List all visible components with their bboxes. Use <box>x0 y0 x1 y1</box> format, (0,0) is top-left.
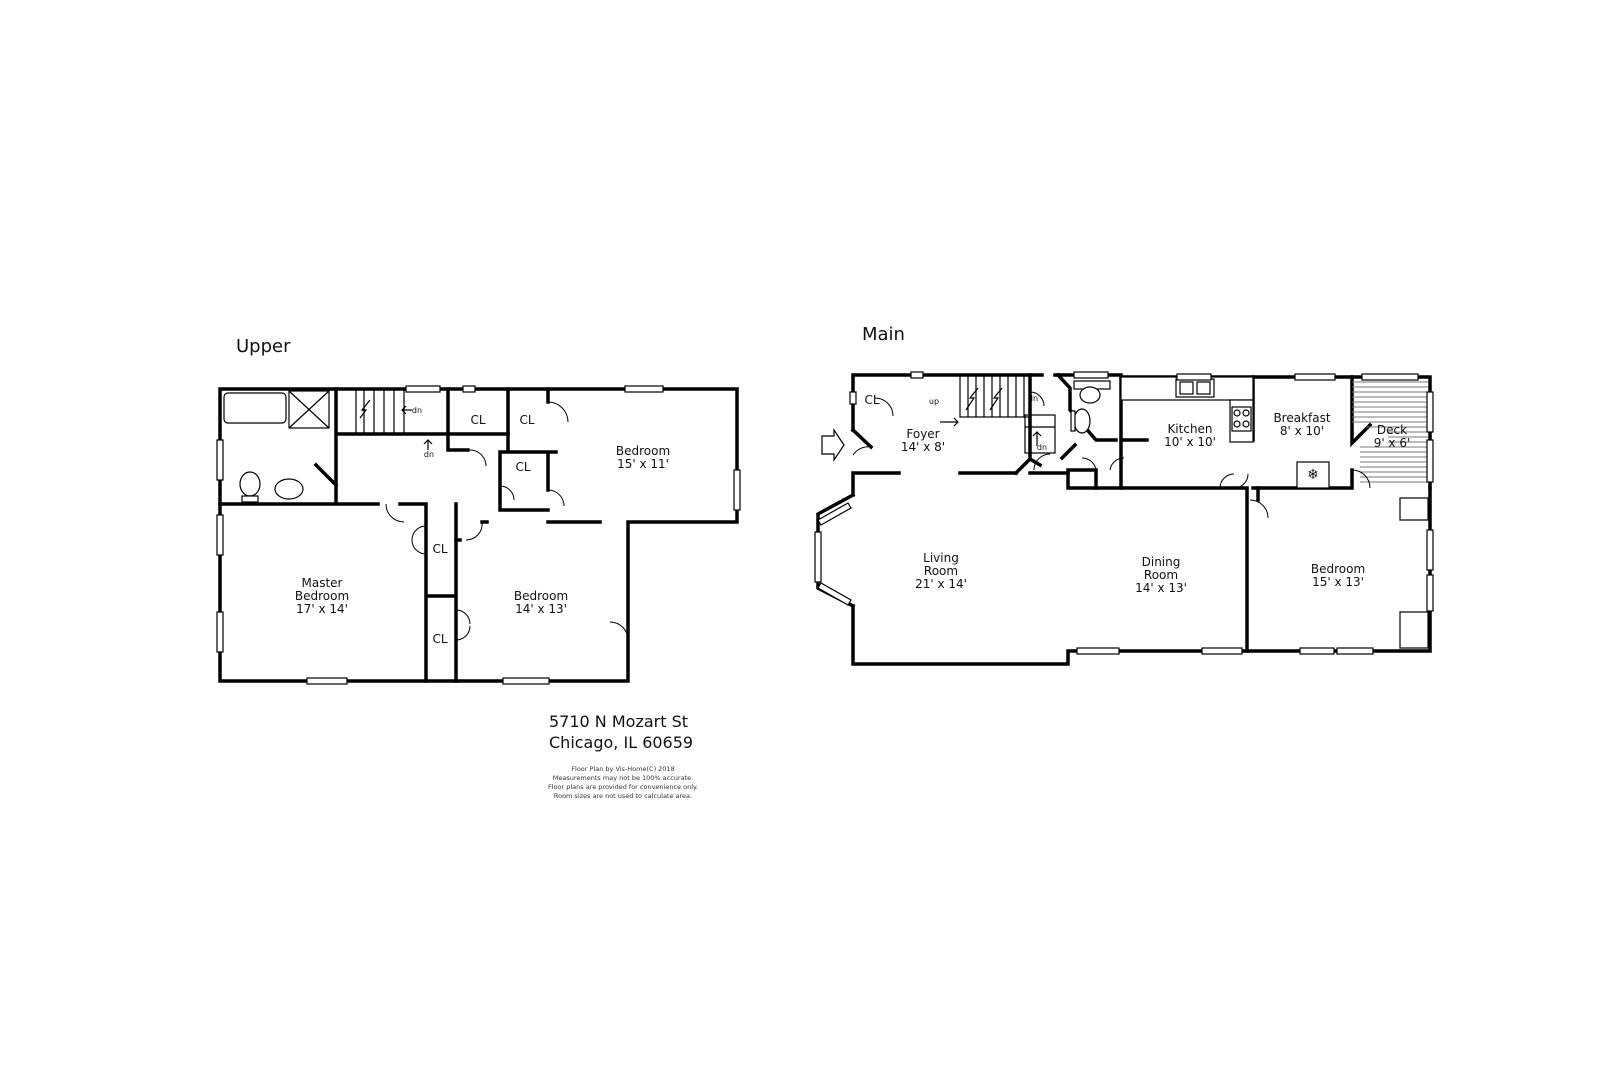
main-stairs <box>940 374 1056 454</box>
disclaimer-line: Floor Plan by Vis-Home(C) 2018 <box>571 765 674 773</box>
upper-doors <box>385 401 629 641</box>
room-dimensions: 8' x 10' <box>1280 424 1324 438</box>
room-name: Master <box>302 576 343 590</box>
room-name: Bedroom <box>514 589 568 603</box>
disclaimer-line: Room sizes are not used to calculate are… <box>554 792 692 800</box>
upper-closet-walls <box>446 432 510 542</box>
closet-label: CL <box>470 413 485 427</box>
main-windows <box>814 371 1434 655</box>
room-name: Room <box>1144 568 1178 582</box>
room-name: Bedroom <box>1311 562 1365 576</box>
address-street: 5710 N Mozart St <box>549 712 688 731</box>
address-block: 5710 N Mozart St Chicago, IL 60659 <box>549 712 693 752</box>
room-name: Dining <box>1142 555 1181 569</box>
main-foyer-walls <box>850 427 1260 653</box>
room-dimensions: 21' x 14' <box>915 577 967 591</box>
kitchen-counters: ❄ <box>1120 376 1330 489</box>
stair-up-label: up <box>929 397 939 406</box>
upper-stairs <box>335 389 433 450</box>
stair-down-label: dn <box>412 406 422 415</box>
disclaimer-line: Floor plans are provided for convenience… <box>548 783 698 791</box>
stair-down-label: dn <box>1028 394 1038 403</box>
upper-floor-plan: Upper dn <box>216 336 741 685</box>
upper-exterior-walls <box>218 387 739 683</box>
closet-label: CL <box>519 413 534 427</box>
room-dimensions: 14' x 13' <box>515 602 567 616</box>
room-dimensions: 17' x 14' <box>296 602 348 616</box>
deck-hatching <box>1352 381 1428 483</box>
disclaimer-line: Measurements may not be 100% accurate. <box>553 774 693 782</box>
stove-icon <box>1231 406 1252 432</box>
room-name: Deck <box>1377 423 1407 437</box>
upper-floor-title: Upper <box>236 336 291 357</box>
room-name: Breakfast <box>1273 411 1330 425</box>
svg-text:❄: ❄ <box>1307 467 1319 483</box>
upper-windows <box>216 385 741 685</box>
main-half-bath <box>1070 380 1111 434</box>
room-dimensions: 15' x 13' <box>1312 575 1364 589</box>
toilet-icon <box>1073 408 1091 434</box>
sink-icon <box>274 478 304 500</box>
stair-down-label: dn <box>424 450 434 459</box>
room-name: Bedroom <box>295 589 349 603</box>
room-dimensions: 14' x 13' <box>1135 581 1187 595</box>
room-dimensions: 15' x 11' <box>617 457 669 471</box>
stair-down-label: dn <box>1037 443 1047 452</box>
closet-label: CL <box>432 632 447 646</box>
room-name: Living <box>923 551 959 565</box>
toilet-icon <box>239 471 261 497</box>
sink-icon <box>1079 386 1101 404</box>
room-name: Foyer <box>906 427 939 441</box>
main-floor-plan: Main ❄ <box>814 324 1434 666</box>
closet-label: CL <box>432 542 447 556</box>
main-exterior-walls <box>816 373 1432 666</box>
bathtub-icon <box>223 392 287 424</box>
main-floor-title: Main <box>862 324 905 345</box>
address-city: Chicago, IL 60659 <box>549 733 693 752</box>
room-dimensions: 9' x 6' <box>1374 436 1411 450</box>
room-dimensions: 10' x 10' <box>1164 435 1216 449</box>
room-dimensions: 14' x 8' <box>901 440 945 454</box>
closet-label: CL <box>515 460 530 474</box>
room-name: Bedroom <box>616 444 670 458</box>
fan-icon <box>1296 461 1330 489</box>
upper-interior-walls <box>218 387 602 683</box>
entry-arrow-icon <box>821 428 845 462</box>
closet-label: CL <box>864 393 879 407</box>
main-doors <box>852 391 1371 519</box>
room-name: Kitchen <box>1167 422 1212 436</box>
room-name: Room <box>924 564 958 578</box>
disclaimer-block: Floor Plan by Vis-Home(C) 2018 Measureme… <box>548 765 698 800</box>
